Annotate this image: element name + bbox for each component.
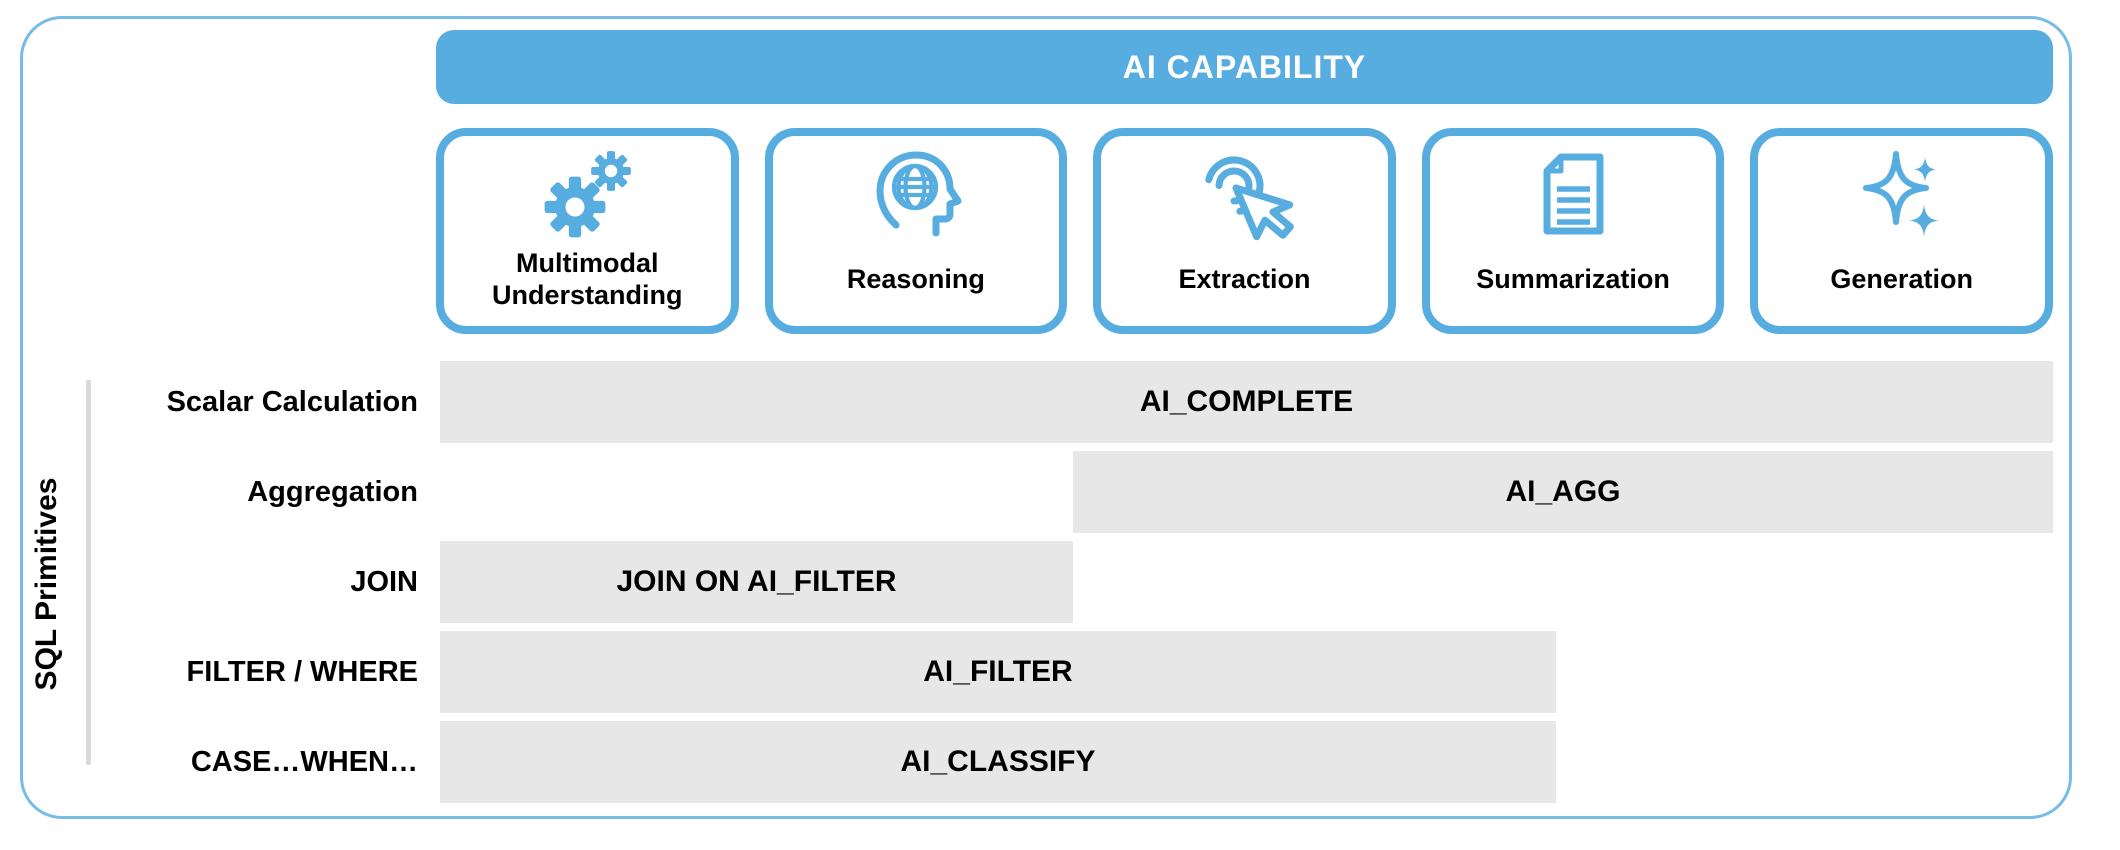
bar-function-label: AI_FILTER [923, 655, 1073, 688]
gears-icon [444, 136, 731, 242]
capability-label: Multimodal Understanding [492, 247, 683, 310]
bar-ai-agg: AI_AGG [1073, 451, 2053, 533]
head-globe-icon [773, 136, 1060, 242]
capability-cards-row: Multimodal Understanding Reasoning [436, 128, 2053, 334]
capability-label: Extraction [1178, 263, 1311, 294]
ai-capability-header: AI CAPABILITY [436, 30, 2053, 104]
row-label-aggregation: Aggregation [247, 476, 418, 508]
sql-primitives-axis-line [86, 380, 91, 765]
bar-ai-complete: AI_COMPLETE [440, 361, 2053, 443]
capability-card-summarization: Summarization [1421, 128, 1725, 334]
capability-label: Generation [1830, 263, 1973, 294]
row-label-filter-where: FILTER / WHERE [186, 656, 418, 688]
row-label-case-when: CASE…WHEN… [190, 746, 418, 778]
capability-card-multimodal-understanding: Multimodal Understanding [436, 128, 739, 334]
document-icon [1430, 136, 1717, 242]
bar-function-label: AI_AGG [1505, 475, 1621, 508]
capability-card-reasoning: Reasoning [764, 128, 1068, 334]
bar-join-on-ai-filter: JOIN ON AI_FILTER [440, 541, 1073, 623]
capability-card-extraction: Extraction [1093, 128, 1396, 334]
sql-primitives-axis-label: SQL Primitives [30, 477, 63, 691]
capability-label: Summarization [1476, 263, 1670, 294]
sparkles-icon [1758, 136, 2045, 242]
cursor-click-icon [1101, 136, 1388, 242]
ai-capability-title: AI CAPABILITY [1122, 48, 1367, 85]
bar-ai-classify: AI_CLASSIFY [440, 721, 1556, 803]
bar-ai-filter: AI_FILTER [440, 631, 1556, 713]
diagram-frame: AI CAPABILITY [20, 16, 2072, 819]
row-label-join: JOIN [350, 566, 418, 598]
bar-function-label: JOIN ON AI_FILTER [616, 565, 897, 598]
bar-function-label: AI_CLASSIFY [900, 745, 1096, 778]
capability-card-generation: Generation [1750, 128, 2053, 334]
capability-label: Reasoning [846, 263, 985, 294]
row-label-scalar-calculation: Scalar Calculation [166, 386, 418, 418]
bar-function-label: AI_COMPLETE [1139, 385, 1354, 418]
